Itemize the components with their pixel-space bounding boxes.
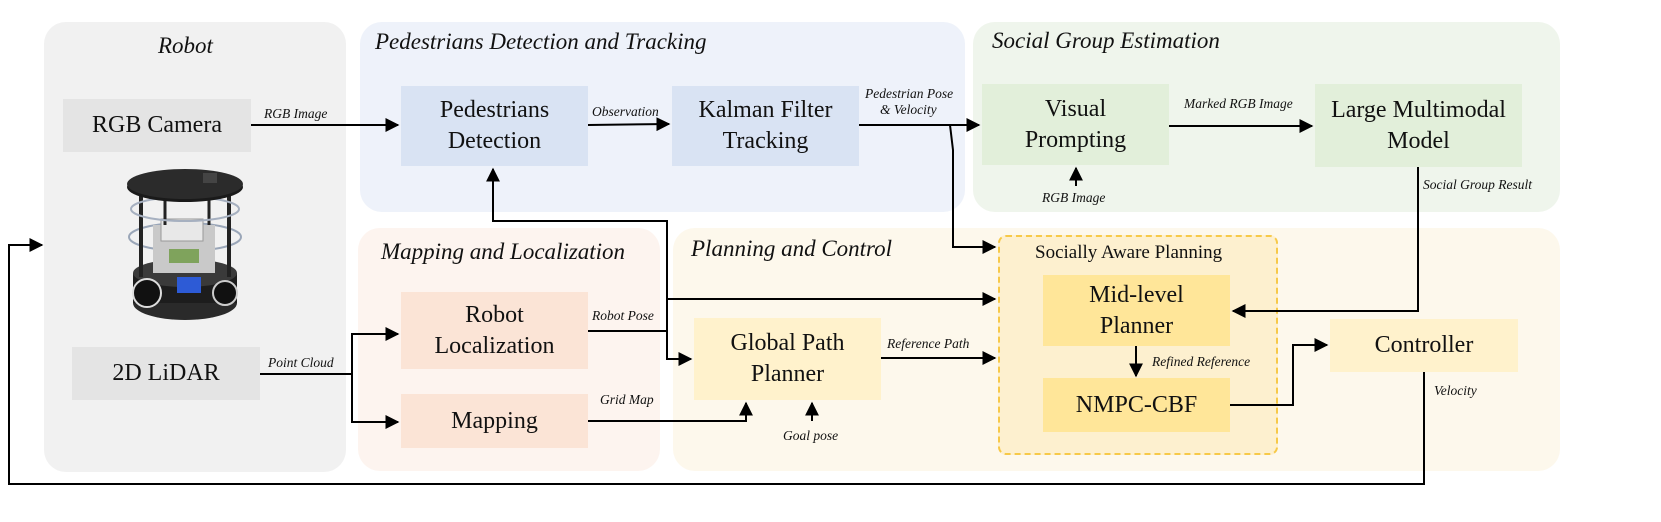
label-grid-map: Grid Map (600, 392, 654, 407)
social-group-title: Social Group Estimation (992, 28, 1220, 53)
planning-title: Planning and Control (691, 236, 893, 261)
edge-lidar-to-mapping (351, 374, 400, 429)
label-goal-pose: Goal pose (783, 428, 839, 443)
edge-nmpc-to-controller (1230, 338, 1329, 406)
nmpc-cbf-box: NMPC-CBF (1043, 378, 1230, 432)
rgb-camera-box: RGB Camera (63, 99, 251, 152)
kalman-filter-box: Kalman Filter Tracking (672, 86, 859, 166)
global-path-planner-box: Global Path Planner (694, 318, 881, 400)
edge-localization-to-global (666, 331, 693, 366)
label-marked-rgb-image: Marked RGB Image (1184, 96, 1293, 111)
pedestrians-title: Pedestrians Detection and Tracking (375, 29, 707, 54)
label-pedestrian-pose-2: & Velocity (880, 102, 937, 117)
label-robot-pose: Robot Pose (592, 308, 654, 323)
label-rgb-image-1: RGB Image (264, 106, 328, 121)
edge-localization-to-detection (486, 167, 668, 332)
label-point-cloud: Point Cloud (268, 355, 334, 370)
label-pedestrian-pose-1: Pedestrian Pose (865, 86, 954, 101)
label-velocity: Velocity (1434, 383, 1477, 398)
socially-aware-title: Socially Aware Planning (1035, 242, 1223, 263)
mapping-title: Mapping and Localization (381, 239, 626, 264)
lidar-box: 2D LiDAR (72, 347, 260, 400)
pedestrians-detection-box: Pedestrians Detection (401, 86, 588, 166)
robot-title: Robot (158, 33, 213, 58)
controller-box: Controller (1330, 319, 1518, 372)
mapping-box: Mapping (401, 394, 588, 448)
robot-illustration (127, 169, 243, 320)
edge-kalman-to-socially-aware (949, 124, 997, 254)
large-multimodal-model-box: Large Multimodal Model (1315, 84, 1522, 167)
label-observation: Observation (592, 104, 659, 119)
robot-localization-box: Robot Localization (401, 292, 588, 369)
edge-detection-to-kalman (587, 117, 671, 132)
mid-level-planner-box: Mid-level Planner (1043, 275, 1230, 346)
label-refined-reference: Refined Reference (1152, 354, 1251, 369)
edge-lidar-to-localization (260, 327, 400, 375)
edge-mapping-to-global (588, 401, 753, 422)
label-reference-path: Reference Path (887, 336, 970, 351)
edge-lmm-to-midlevel (1231, 167, 1419, 318)
label-rgb-image-2: RGB Image (1042, 190, 1106, 205)
label-social-group-result: Social Group Result (1423, 177, 1532, 192)
edge-controller-to-robot (8, 238, 1425, 485)
visual-prompting-box: Visual Prompting (982, 84, 1169, 165)
